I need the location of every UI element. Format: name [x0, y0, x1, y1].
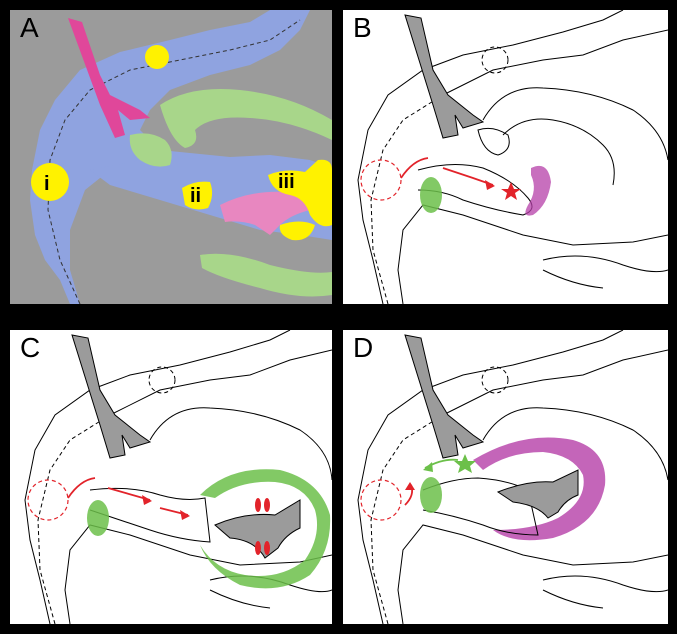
- red-arrowhead-3: [180, 510, 190, 520]
- outline-outer: [24, 330, 291, 624]
- pink-structure: [220, 185, 310, 235]
- green-signal: [420, 177, 442, 213]
- outline-top-circle: [148, 366, 176, 394]
- outline-upper: [109, 349, 332, 416]
- yellow-region-i: [31, 163, 69, 201]
- green-star: [454, 454, 476, 473]
- outline-top-circle: [481, 46, 509, 74]
- magenta-process: [68, 18, 150, 138]
- panel-c-label: C: [20, 332, 41, 363]
- outline-bottom: [542, 255, 668, 289]
- label-ii: ii: [190, 185, 201, 207]
- dashed-origin-circle: [360, 159, 402, 201]
- green-region-mid: [129, 133, 172, 167]
- panel-c-diagram: [24, 330, 332, 624]
- red-arrowhead-2: [142, 495, 152, 505]
- panel-d-diagram: [357, 330, 668, 624]
- outline-lower: [397, 524, 668, 624]
- purple-signal: [525, 165, 551, 216]
- grey-process: [71, 334, 152, 459]
- outline-mid: [149, 407, 332, 481]
- panel-a-label: A: [20, 12, 39, 43]
- red-arrow-1: [400, 157, 429, 179]
- panel-a-diagram: i ii iii: [30, 10, 332, 304]
- outline-lower: [397, 204, 668, 304]
- outline-outer: [357, 330, 624, 624]
- purple-ventricle-ring: [473, 437, 606, 541]
- red-spot-3: [255, 541, 261, 555]
- ventricle-channel: [422, 477, 539, 536]
- grey-inner-structure: [496, 469, 579, 519]
- red-spot-1: [255, 498, 261, 512]
- panel-c: C: [10, 330, 332, 624]
- panel-b-diagram: [357, 10, 668, 304]
- label-i: i: [44, 173, 50, 195]
- panel-a: i ii iii A: [10, 10, 332, 304]
- yellow-region-iii: [268, 159, 332, 227]
- label-iii: iii: [278, 171, 295, 193]
- panel-b-label: B: [353, 12, 372, 43]
- red-spot-2: [264, 498, 270, 512]
- panel-d: D: [343, 330, 668, 624]
- green-signal: [420, 477, 442, 513]
- green-region-top: [160, 89, 332, 148]
- grey-process: [404, 14, 485, 139]
- yellow-region-ii: [182, 181, 213, 210]
- panel-d-label: D: [353, 332, 374, 363]
- green-region-bottom: [200, 253, 332, 297]
- dashed-origin-circle: [360, 479, 402, 521]
- outline-upper: [442, 29, 668, 96]
- outline-top-circle: [481, 366, 509, 394]
- outline-lower: [64, 524, 332, 624]
- outline-bottom: [542, 575, 668, 609]
- red-spot-4: [264, 541, 270, 555]
- outline-upper: [442, 349, 668, 416]
- panel-b: B: [343, 10, 668, 304]
- outline-mid: [482, 87, 668, 186]
- grey-process: [404, 334, 485, 459]
- ventricle-channel: [89, 487, 211, 543]
- outline-outer: [357, 10, 624, 304]
- yellow-dot-top: [145, 45, 169, 69]
- dashed-origin-circle: [27, 479, 69, 521]
- outline-inner: [477, 127, 510, 156]
- grey-inner-structure: [214, 499, 301, 559]
- green-signal: [87, 500, 109, 536]
- red-arrowhead-up: [405, 482, 415, 490]
- red-arrow-1: [67, 477, 96, 499]
- outline-mid: [482, 407, 668, 481]
- green-arrowhead: [423, 462, 433, 472]
- yellow-region-lower: [279, 221, 315, 241]
- red-arrowhead-2: [485, 180, 495, 190]
- red-star: [501, 182, 521, 200]
- dashed-boundary: [47, 19, 301, 304]
